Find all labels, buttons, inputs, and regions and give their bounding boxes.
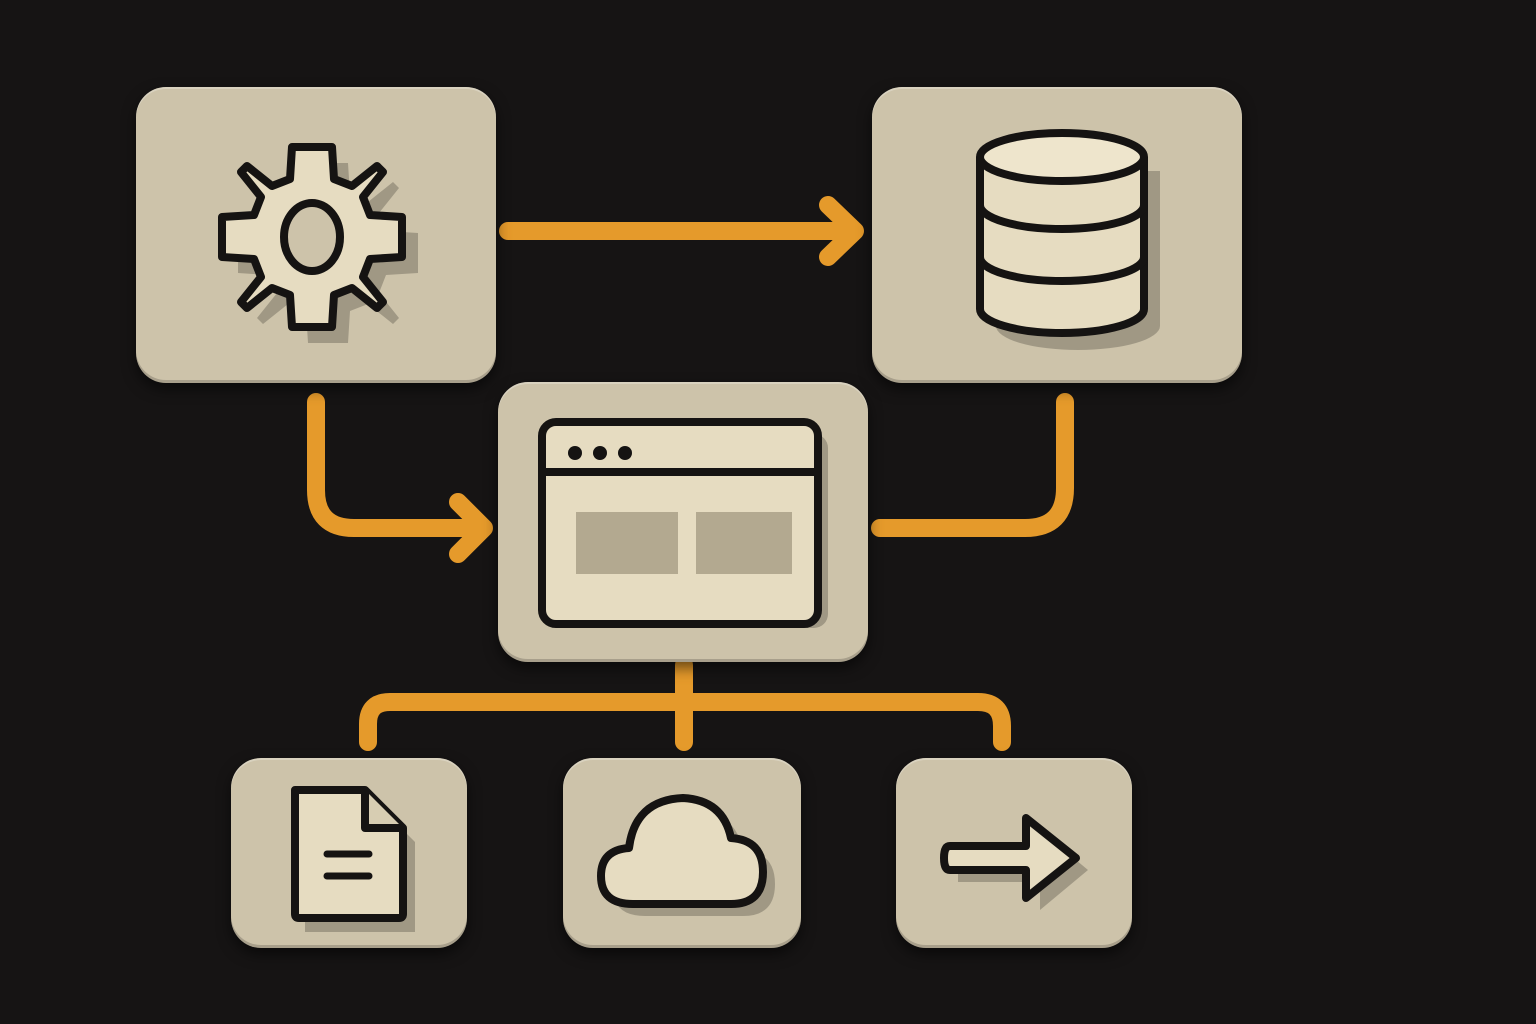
- settings-node[interactable]: [136, 87, 496, 383]
- arrow-right-icon: [940, 814, 1088, 910]
- cloud-node[interactable]: [563, 758, 801, 948]
- connector-database-application: [871, 393, 1074, 537]
- document-icon: [291, 786, 415, 932]
- connector-bus: [359, 693, 1011, 751]
- window-dot-icon: [593, 446, 607, 460]
- database-icon: [976, 129, 1160, 350]
- application-node[interactable]: [498, 382, 868, 662]
- output-node[interactable]: [896, 758, 1132, 948]
- window-dot-icon: [618, 446, 632, 460]
- browser-window-icon: [538, 418, 828, 628]
- database-node[interactable]: [872, 87, 1242, 383]
- cloud-icon: [597, 794, 775, 916]
- window-dot-icon: [568, 446, 582, 460]
- arrowhead-application: [449, 493, 493, 563]
- gear-icon: [218, 143, 418, 343]
- panel-block-right: [696, 512, 792, 574]
- document-node[interactable]: [231, 758, 467, 948]
- arrowhead-database: [819, 196, 864, 266]
- panel-block-left: [576, 512, 678, 574]
- connector-settings-application: [307, 393, 487, 537]
